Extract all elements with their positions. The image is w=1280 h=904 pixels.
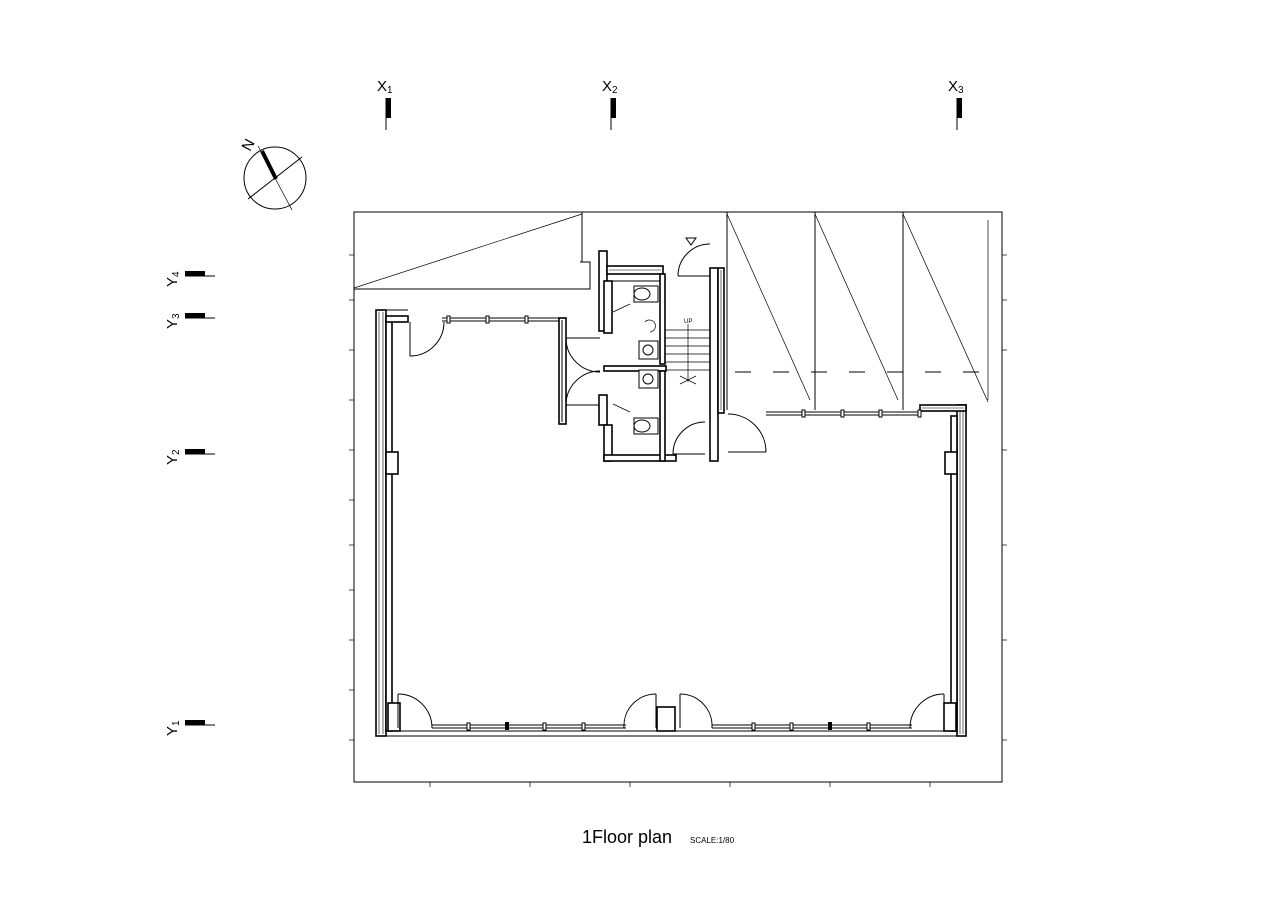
site-boundary <box>353 211 1003 783</box>
north-label: N <box>239 136 259 154</box>
grid-axis-y3: Y3 <box>164 313 215 329</box>
toilet-fixture-lower <box>633 417 659 435</box>
grid-tick-x3 <box>957 98 962 118</box>
grid-axis-x3: X3 <box>948 78 964 130</box>
grid-tick-y2 <box>185 449 205 454</box>
grid-axis-y1: Y1 <box>164 720 215 736</box>
doors <box>397 243 945 729</box>
corridor-partition <box>558 317 567 425</box>
triangle-marker-icon <box>685 237 697 246</box>
grid-axis-x2: X2 <box>602 78 618 130</box>
main-walls <box>375 309 967 737</box>
grid-label-y4: Y4 <box>164 271 182 287</box>
glazing <box>432 315 922 731</box>
grid-label-x3: X3 <box>948 78 964 96</box>
grid-label-x1: X1 <box>377 78 393 96</box>
stair: UP <box>665 237 725 462</box>
north-arrow-icon: N <box>239 136 307 211</box>
grid-tick-y1 <box>185 720 205 725</box>
drawing-scale: SCALE:1/80 <box>690 836 735 845</box>
grid-axis-y4: Y4 <box>164 271 215 287</box>
grid-axis-x1: X1 <box>377 78 393 130</box>
grid-label-y2: Y2 <box>164 449 182 465</box>
stair-up-label: UP <box>684 319 692 325</box>
grid-tick-x2 <box>611 98 616 118</box>
drawing-title: 1Floor plan <box>582 827 672 847</box>
grid-tick-x1 <box>386 98 391 118</box>
boundary-marks <box>349 254 1007 787</box>
grid-label-y1: Y1 <box>164 720 182 736</box>
grid-tick-y4 <box>185 271 205 276</box>
grid-tick-y3 <box>185 313 205 318</box>
grid-label-x2: X2 <box>602 78 618 96</box>
grid-label-y3: Y3 <box>164 313 182 329</box>
grid-axis-y2: Y2 <box>164 449 215 465</box>
toilet-fixture-upper <box>633 285 659 303</box>
parking-area <box>726 212 990 410</box>
sink-fixture-lower <box>638 369 659 389</box>
sink-fixture-upper <box>638 340 659 360</box>
slope-area-left <box>353 212 591 290</box>
bottom-column <box>656 706 676 732</box>
service-core <box>598 250 677 462</box>
